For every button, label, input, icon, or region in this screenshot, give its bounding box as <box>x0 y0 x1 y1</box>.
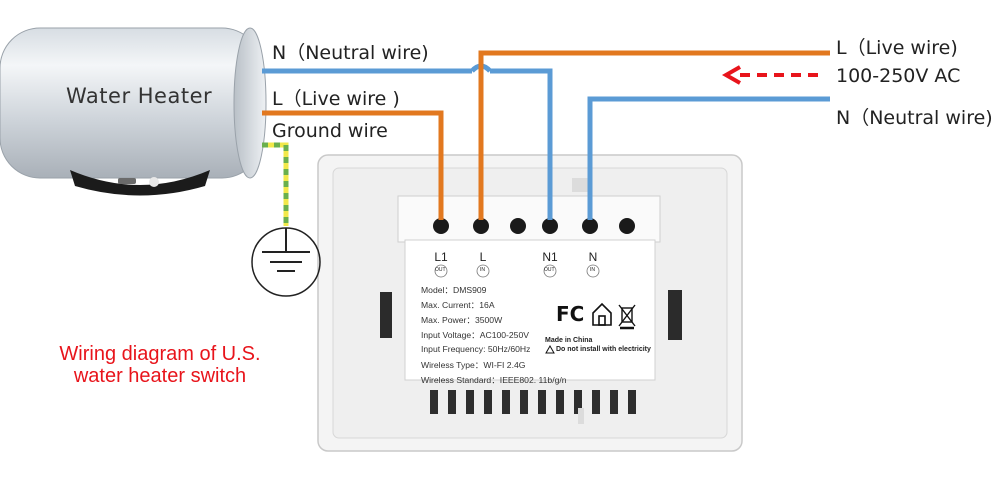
spec-input-frequency: Input Frequency: 50Hz/60Hz <box>421 344 531 354</box>
terminal-l-sub: IN <box>480 267 485 273</box>
supply-neutral-wire-label: N（Neutral wire) <box>836 107 993 129</box>
supply-live-wire-label: L（Live wire) <box>836 37 958 59</box>
caption-line-2: water heater switch <box>73 365 247 387</box>
spec-model: Model：DMS909 <box>421 285 487 295</box>
supply-voltage-label: 100-250V AC <box>836 65 961 87</box>
wires <box>262 50 830 226</box>
terminal-l1-sub: OUT <box>435 267 446 273</box>
diagram-caption: Wiring diagram of U.S. water heater swit… <box>40 343 280 387</box>
terminal-n-sub: IN <box>590 267 595 273</box>
terminal-n1-label: N1 <box>542 250 558 264</box>
made-in-china-text: Made in China <box>545 337 593 344</box>
water-heater-label: Water Heater <box>66 84 213 108</box>
spec-wireless-standard: Wireless Standard：IEEE802. 11b/g/n <box>421 375 567 385</box>
water-heater <box>0 27 267 196</box>
weee-bin-icon <box>618 304 636 330</box>
terminal-n1-sub: OUT <box>544 267 555 273</box>
terminal-screws <box>433 218 635 234</box>
terminal-markers <box>434 264 600 278</box>
terminal-l-label: L <box>479 250 487 264</box>
terminal-l1-label: L1 <box>434 250 448 264</box>
heater-neutral-wire-label: N（Neutral wire) <box>272 42 429 64</box>
supply-arrow <box>721 65 820 85</box>
spec-max-current: Max. Current：16A <box>421 300 495 310</box>
caption-line-1: Wiring diagram of U.S. <box>59 343 261 365</box>
spec-max-power: Max. Power：3500W <box>421 315 503 325</box>
fc-mark: FC <box>556 302 585 326</box>
house-icon <box>592 302 612 326</box>
terminal-n-label: N <box>588 250 598 264</box>
ground-wire-label: Ground wire <box>272 120 388 142</box>
spec-input-voltage: Input Voltage：AC100-250V <box>421 330 529 340</box>
warning-icon <box>545 344 555 354</box>
heater-live-wire-label: L（Live wire ) <box>272 88 400 110</box>
switch-back <box>317 154 743 452</box>
spec-wireless-type: Wireless Type：WI-FI 2.4G <box>421 360 526 370</box>
ground-symbol <box>251 227 321 297</box>
install-warning-text: Do not install with electricity <box>556 346 651 353</box>
